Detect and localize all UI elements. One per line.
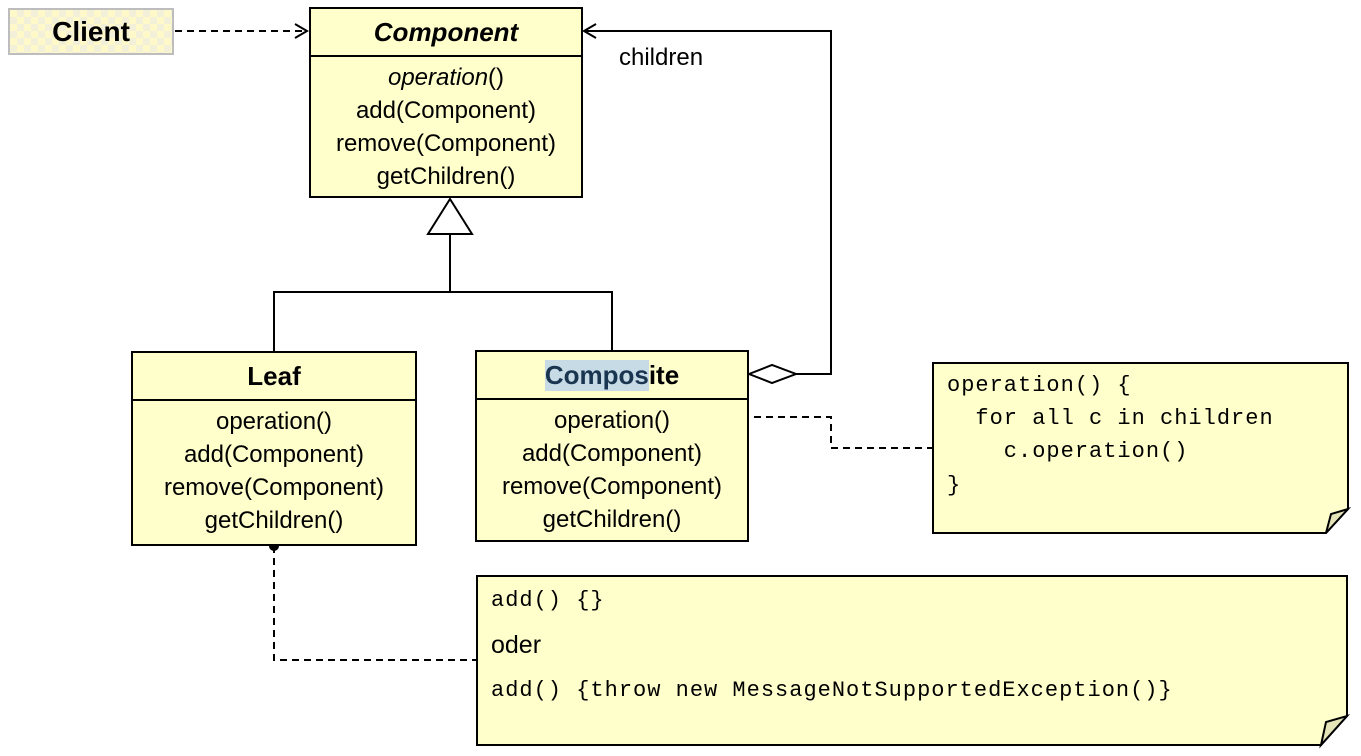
operation-note-fold <box>1325 507 1352 534</box>
leaf-note-anchor-line <box>273 546 477 661</box>
leaf-op-getchildren: getChildren() <box>204 507 344 534</box>
children-association-line <box>586 30 832 375</box>
component-op-getchildren: getChildren() <box>376 163 516 190</box>
composite-operations: operation() add(Component) remove(Compon… <box>477 400 747 536</box>
client-class[interactable]: Client <box>8 8 174 55</box>
component-class[interactable]: Component operation() add(Component) rem… <box>309 7 583 198</box>
composite-name-selection: Compos <box>544 359 649 391</box>
leaf-class[interactable]: Leaf operation() add(Component) remove(C… <box>131 351 417 546</box>
leaf-operations: operation() add(Component) remove(Compon… <box>133 401 415 537</box>
composite-op-getchildren: getChildren() <box>542 506 682 533</box>
add-note-line-3: add() {throw new MessageNotSupportedExce… <box>491 678 1173 703</box>
operation-note-line-4: } <box>947 473 962 498</box>
add-note-line-2: oder <box>491 631 542 659</box>
generalization-triangle <box>426 197 474 235</box>
component-op-remove: remove(Component) <box>335 130 557 157</box>
children-association-arrowhead <box>582 23 597 39</box>
component-op-operation-name: operation <box>387 64 489 91</box>
client-dependency-arrowhead <box>294 23 309 39</box>
leaf-class-name: Leaf <box>133 353 415 401</box>
aggregation-diamond <box>746 363 799 385</box>
add-note[interactable]: add() {} oder add() {throw new MessageNo… <box>477 576 1347 745</box>
component-operations: operation() add(Component) remove(Compon… <box>311 57 581 193</box>
add-note-line-1: add() {} <box>491 588 605 613</box>
composite-op-remove: remove(Component) <box>501 473 723 500</box>
operation-note-line-1: operation() { <box>947 373 1132 398</box>
add-note-fold <box>1319 714 1351 749</box>
leaf-op-add: add(Component) <box>183 441 365 468</box>
component-op-operation: operation() <box>311 61 581 94</box>
leaf-op-operation: operation() <box>215 408 333 435</box>
composite-name-rest: ite <box>648 359 680 390</box>
operation-note-line-2: for all c in children <box>947 406 1274 431</box>
component-op-operation-parens: () <box>488 64 505 91</box>
composite-note-anchor-line <box>730 416 933 449</box>
operation-note-line-3: c.operation() <box>947 439 1189 464</box>
operation-note[interactable]: operation() { for all c in children c.op… <box>933 363 1349 533</box>
composite-op-operation: operation() <box>553 407 671 434</box>
component-class-name: Component <box>311 9 581 57</box>
leaf-op-remove: remove(Component) <box>163 474 385 501</box>
composite-op-add: add(Component) <box>521 440 703 467</box>
children-association-label: children <box>619 44 704 71</box>
component-op-add: add(Component) <box>355 97 537 124</box>
client-class-name: Client <box>52 15 130 47</box>
